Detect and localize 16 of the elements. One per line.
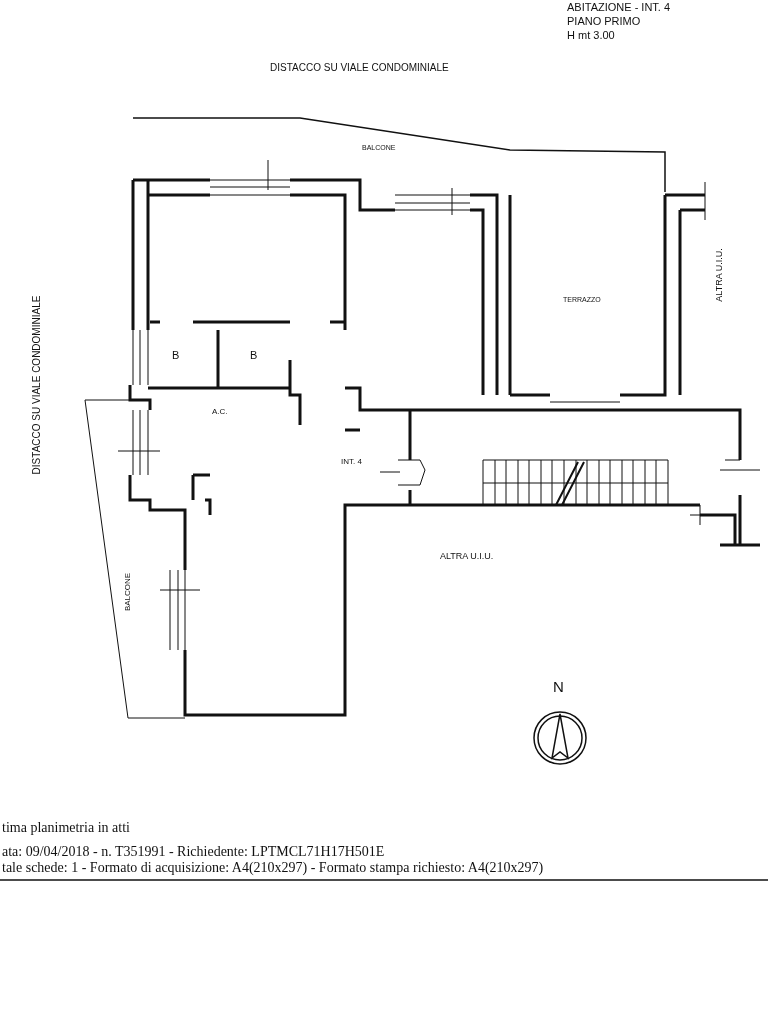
area-label: BALCONE: [123, 572, 133, 612]
area-label: DISTACCO SU VIALE CONDOMINIALE: [30, 295, 42, 475]
room-label: A.C.: [212, 408, 228, 417]
note-text: tale schede: 1 - Formato di acquisizione: A4(210x297) - Formato stampa richiesto: A4(210x297): [2, 860, 544, 876]
area-label: DISTACCO SU VIALE CONDOMINIALE: [270, 62, 449, 73]
area-label: ALTRA U.I.U.: [715, 248, 725, 302]
north-label: N: [553, 679, 564, 696]
room-label: B: [172, 349, 180, 362]
area-label: ALTRA U.I.U.: [440, 552, 494, 562]
room-label: B: [250, 349, 258, 362]
note-text: ata: 09/04/2018 - n. T351991 - Richiedente: LPTMCL71H17H501E: [2, 844, 385, 860]
header-text: H mt 3.00: [567, 29, 615, 42]
note-text: tima planimetria in atti: [2, 820, 130, 836]
header-text: ABITAZIONE - INT. 4: [567, 1, 671, 14]
header-text: PIANO PRIMO: [567, 15, 641, 28]
room-label: INT. 4: [341, 458, 362, 467]
